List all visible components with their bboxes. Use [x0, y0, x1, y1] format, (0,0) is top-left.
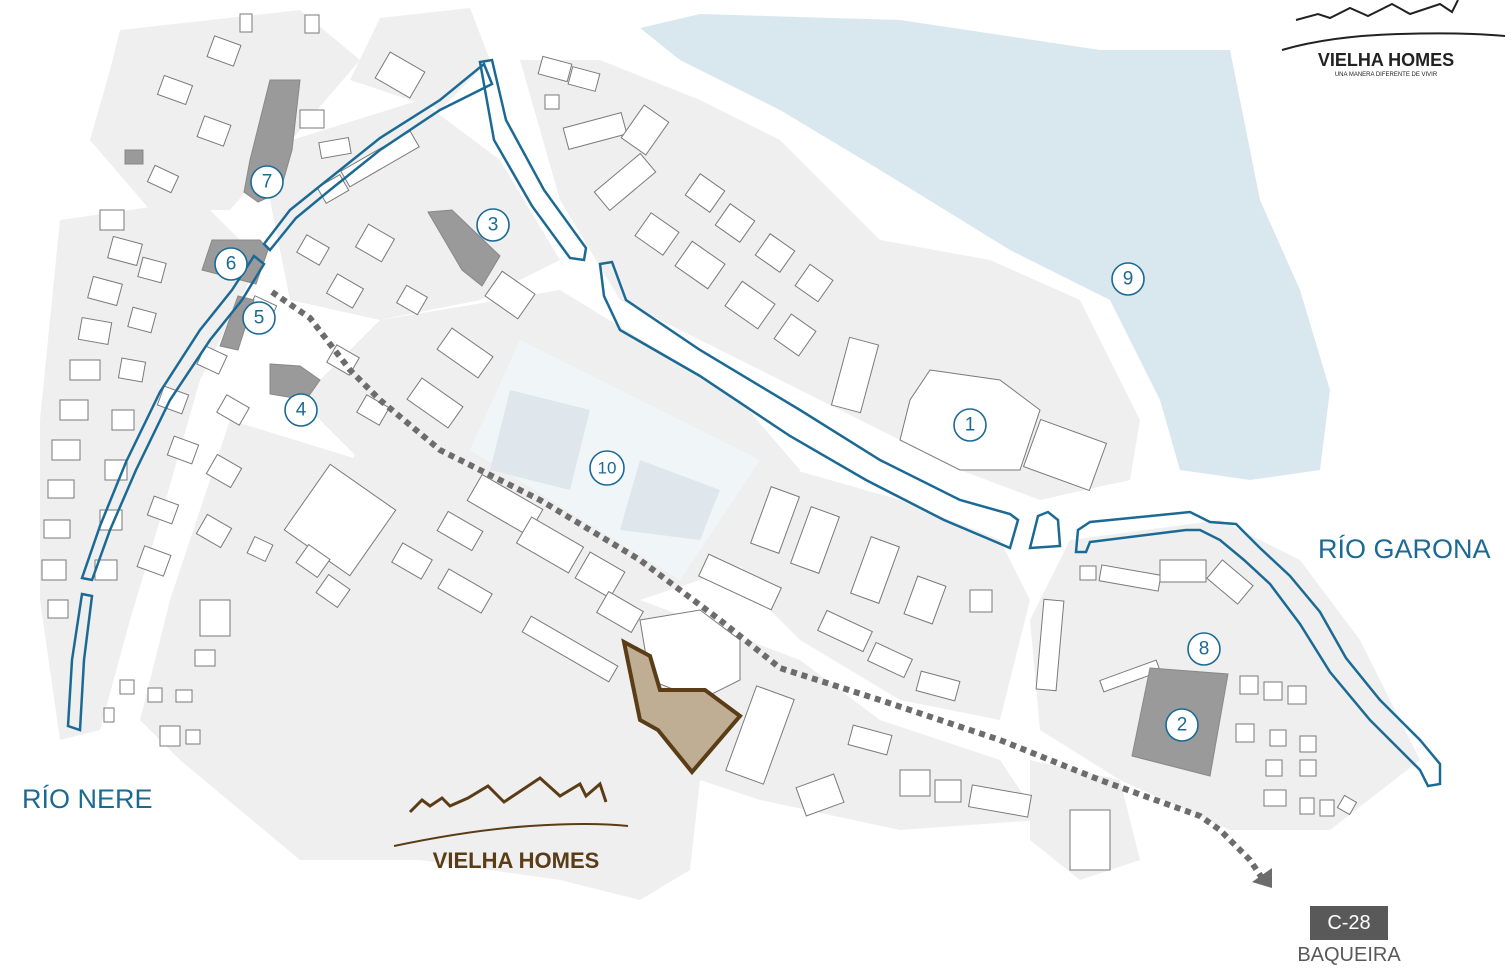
marker-6-number: 6 [226, 254, 237, 275]
river-label-nere: RÍO NERE [22, 784, 153, 814]
river-lines [66, 58, 1442, 788]
marker-8[interactable]: 8 [1187, 632, 1221, 666]
marker-6[interactable]: 6 [214, 247, 248, 281]
logo-top-right-brand: VIELHA HOMES [1318, 50, 1454, 70]
walking-route [270, 289, 1272, 888]
highlighted-plot [621, 638, 743, 776]
marker-2-number: 2 [1177, 715, 1188, 736]
marker-5[interactable]: 5 [242, 301, 276, 335]
marker-8-number: 8 [1199, 639, 1210, 660]
marker-4-number: 4 [296, 400, 307, 421]
marker-1[interactable]: 1 [953, 408, 987, 442]
marker-4[interactable]: 4 [284, 393, 318, 427]
marker-2[interactable]: 2 [1165, 708, 1199, 742]
marker-9[interactable]: 9 [1111, 262, 1145, 296]
marker-7[interactable]: 7 [250, 165, 284, 199]
marker-1-number: 1 [965, 415, 976, 436]
marker-10[interactable]: 10 [589, 450, 625, 486]
marker-7-number: 7 [262, 172, 273, 193]
road-badge-c28: C-28 [1310, 906, 1388, 940]
marker-5-number: 5 [254, 308, 265, 329]
buildings [41, 13, 1358, 871]
mountain-roof-icon [1295, 0, 1459, 21]
logo-center: VIELHA HOMES [393, 776, 629, 873]
logo-center-brand: VIELHA HOMES [433, 848, 600, 873]
marker-3-number: 3 [488, 215, 499, 236]
marker-9-number: 9 [1123, 269, 1134, 290]
road-destination-label: BAQUEIRA [1297, 944, 1401, 966]
route-arrow-icon [1252, 868, 1272, 888]
logo-top-right-tagline: UNA MANERA DIFERENTE DE VIVIR [1335, 72, 1438, 78]
lake [640, 14, 1330, 480]
logo-top-right: VIELHA HOMES UNA MANERA DIFERENTE DE VIV… [1281, 0, 1506, 78]
marker-3[interactable]: 3 [476, 208, 510, 242]
marker-10-number: 10 [598, 459, 617, 478]
river-label-garona: RÍO GARONA [1318, 534, 1491, 564]
mountain-roof-icon [408, 776, 608, 814]
